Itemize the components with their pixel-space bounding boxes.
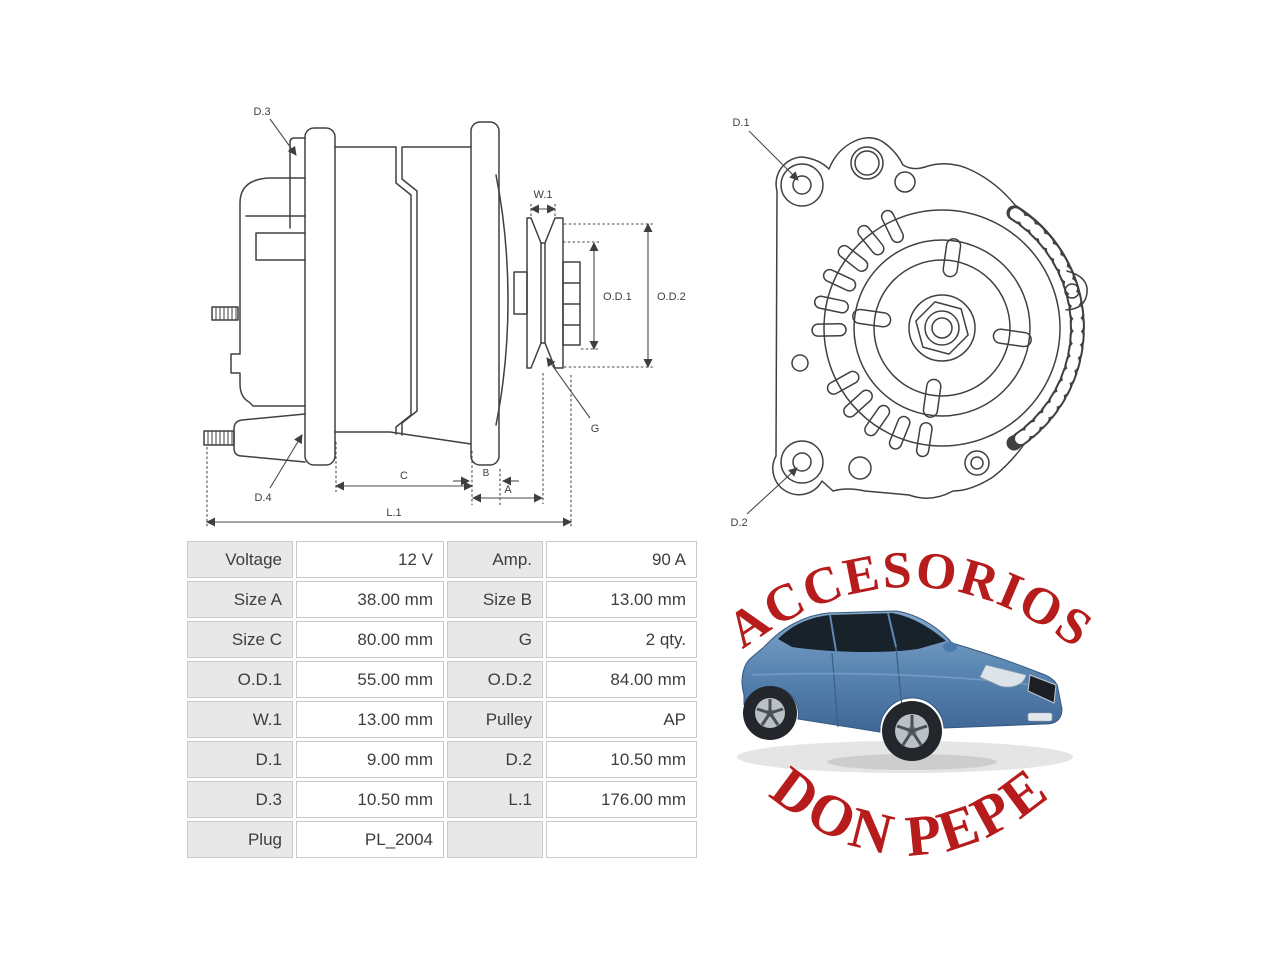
spec-label: D.2 xyxy=(447,741,543,778)
spec-label: Size B xyxy=(447,581,543,618)
rear-wheel xyxy=(743,686,797,740)
spec-value: 9.00 mm xyxy=(296,741,444,778)
spec-value: 10.50 mm xyxy=(546,741,697,778)
spec-table: Voltage 12 V Amp. 90 A Size A 38.00 mm S… xyxy=(187,541,697,858)
spec-label: O.D.1 xyxy=(187,661,293,698)
dim-label-w1: W.1 xyxy=(534,189,553,201)
alternator-side-view-diagram: D.3 D.4 W.1 O.D.1 O.D.2 G C B A L.1 xyxy=(203,106,686,528)
dim-label-od1: O.D.1 xyxy=(603,291,632,303)
blue-sedan-image xyxy=(737,610,1073,773)
spec-value: 13.00 mm xyxy=(546,581,697,618)
dim-label-b: B xyxy=(483,468,490,479)
side-view-outline xyxy=(203,121,581,466)
side-view-dimensions xyxy=(206,118,655,528)
spec-label: Pulley xyxy=(447,701,543,738)
dim-label-d4: D.4 xyxy=(254,492,271,504)
spec-value: 90 A xyxy=(546,541,697,578)
spec-label: W.1 xyxy=(187,701,293,738)
spec-label: Plug xyxy=(187,821,293,858)
spec-value: 176.00 mm xyxy=(546,781,697,818)
spec-label: L.1 xyxy=(447,781,543,818)
spec-value: 13.00 mm xyxy=(296,701,444,738)
spec-value xyxy=(546,821,697,858)
dim-label-d2: D.2 xyxy=(730,517,747,529)
dim-label-a: A xyxy=(504,484,512,496)
accesorios-don-pepe-logo: ACCESORIOS DON PEPE xyxy=(717,541,1101,869)
dim-label-d1: D.1 xyxy=(732,117,749,129)
spec-label xyxy=(447,821,543,858)
dim-label-g: G xyxy=(591,423,600,435)
spec-label: D.1 xyxy=(187,741,293,778)
alternator-front-view-diagram: D.1 D.2 xyxy=(730,117,1088,529)
spec-label: D.3 xyxy=(187,781,293,818)
dim-label-d3: D.3 xyxy=(253,106,270,118)
spec-label: Voltage xyxy=(187,541,293,578)
dotted-extension-lines xyxy=(206,203,655,528)
spec-value: 2 qty. xyxy=(546,621,697,658)
spec-value: 80.00 mm xyxy=(296,621,444,658)
spec-label: G xyxy=(447,621,543,658)
front-wheel xyxy=(882,701,942,761)
dim-label-c: C xyxy=(400,470,408,482)
dim-label-od2: O.D.2 xyxy=(657,291,686,303)
spec-label: O.D.2 xyxy=(447,661,543,698)
spec-value: 38.00 mm xyxy=(296,581,444,618)
spec-label: Amp. xyxy=(447,541,543,578)
spec-value: 12 V xyxy=(296,541,444,578)
hub-spokes xyxy=(852,238,1032,418)
front-view-leaders xyxy=(746,130,799,515)
spec-value: AP xyxy=(546,701,697,738)
cooling-slots xyxy=(811,209,933,458)
spec-label: Size A xyxy=(187,581,293,618)
spec-value: 55.00 mm xyxy=(296,661,444,698)
spec-value: 84.00 mm xyxy=(546,661,697,698)
front-view-outline xyxy=(772,137,1088,499)
spec-value: 10.50 mm xyxy=(296,781,444,818)
dim-label-l1: L.1 xyxy=(386,507,401,519)
spec-label: Size C xyxy=(187,621,293,658)
spec-value: PL_2004 xyxy=(296,821,444,858)
